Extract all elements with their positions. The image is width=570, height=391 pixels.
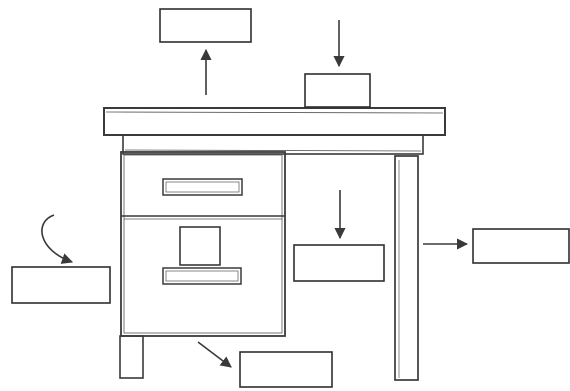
label-box-top-center[interactable] bbox=[304, 73, 371, 108]
label-box-left[interactable] bbox=[11, 266, 111, 304]
upper-drawer-handle bbox=[162, 178, 243, 196]
drawer-pedestal-inner bbox=[123, 154, 283, 334]
desk-apron-inner bbox=[124, 149, 422, 152]
left-leg bbox=[119, 335, 144, 379]
arrows bbox=[41, 20, 469, 368]
lower-drawer-handle-inner bbox=[165, 270, 239, 282]
desk-illustration bbox=[103, 107, 446, 381]
desk-top-inner-line bbox=[105, 111, 444, 114]
desk-apron bbox=[122, 134, 424, 155]
label-boxes bbox=[11, 8, 570, 388]
lower-drawer-handle bbox=[162, 267, 242, 285]
curved-arrow-left bbox=[41, 214, 74, 264]
drawer-lock bbox=[179, 226, 221, 266]
diagonal-arrow-bottom bbox=[197, 341, 232, 368]
label-box-right[interactable] bbox=[472, 228, 570, 264]
right-leg bbox=[394, 155, 419, 381]
upper-drawer-handle-inner bbox=[165, 181, 240, 193]
label-box-center[interactable] bbox=[293, 244, 385, 282]
label-box-bottom[interactable] bbox=[239, 351, 333, 388]
label-box-top-left[interactable] bbox=[159, 8, 252, 43]
drawer-pedestal bbox=[120, 151, 286, 337]
